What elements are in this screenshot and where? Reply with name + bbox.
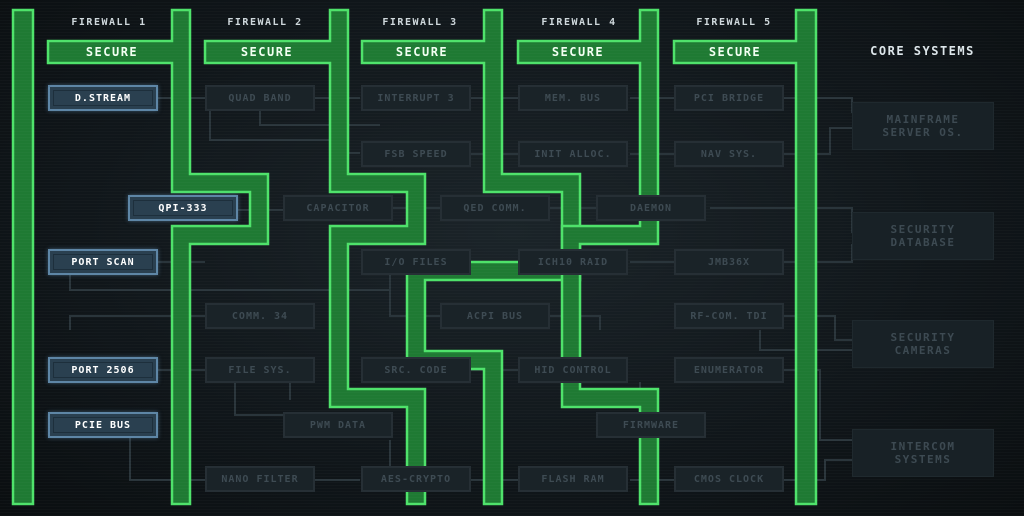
firewall-4-status: SECURE [551,45,605,59]
node-nano-filter[interactable]: NANO FILTER [205,466,315,492]
node-hid-control[interactable]: HID CONTROL [518,357,628,383]
node-ich10-raid[interactable]: ICH10 RAID [518,249,628,275]
node-enumerator[interactable]: ENUMERATOR [674,357,784,383]
firewall-walls [11,8,818,506]
firewall-2-status: SECURE [240,45,294,59]
node-init-alloc[interactable]: INIT ALLOC. [518,141,628,167]
node-nav-sys[interactable]: NAV SYS. [674,141,784,167]
firewall-3-wall [360,8,582,506]
core-systems-title: CORE SYSTEMS [870,44,975,58]
firewall-5-title: FIREWALL 5 [696,17,772,28]
firewall-2-title: FIREWALL 2 [227,17,303,28]
firewall-2-wall [203,8,427,506]
node-quad-band[interactable]: QUAD BAND [205,85,315,111]
node-qed-comm[interactable]: QED COMM. [440,195,550,221]
node-port-2506[interactable]: PORT 2506 [48,357,158,383]
node-comm-34[interactable]: COMM. 34 [205,303,315,329]
firewall-3-status: SECURE [395,45,449,59]
node-qpi-333[interactable]: QPI-333 [128,195,238,221]
firewall-4-title: FIREWALL 4 [541,17,617,28]
node-d-stream[interactable]: D.STREAM [48,85,158,111]
firewall-4-wall [516,8,660,506]
node-pwm-data[interactable]: PWM DATA [283,412,393,438]
node-capacitor[interactable]: CAPACITOR [283,195,393,221]
node-daemon[interactable]: DAEMON [596,195,706,221]
node-fsb-speed[interactable]: FSB SPEED [361,141,471,167]
node-jmb36x[interactable]: JMB36X [674,249,784,275]
node-cmos-clock[interactable]: CMOS CLOCK [674,466,784,492]
firewall-1-title: FIREWALL 1 [71,17,147,28]
node-src-code[interactable]: SRC. CODE [361,357,471,383]
node-pcie-bus[interactable]: PCIE BUS [48,412,158,438]
node-aes-crypto[interactable]: AES-CRYPTO [361,466,471,492]
node-acpi-bus[interactable]: ACPI BUS [440,303,550,329]
node-port-scan[interactable]: PORT SCAN [48,249,158,275]
node-io-files[interactable]: I/O FILES [361,249,471,275]
node-file-sys[interactable]: FILE SYS. [205,357,315,383]
firewall-3-title: FIREWALL 3 [382,17,458,28]
node-rf-com-tdi[interactable]: RF-COM. TDI [674,303,784,329]
node-mem-bus[interactable]: MEM. BUS [518,85,628,111]
firewall-5-wall [672,8,818,506]
firewall-5-status: SECURE [708,45,762,59]
firewall-1-status: SECURE [85,45,139,59]
node-firmware[interactable]: FIRMWARE [596,412,706,438]
node-flash-ram[interactable]: FLASH RAM [518,466,628,492]
firewall-1-wall [11,8,270,506]
node-pci-bridge[interactable]: PCI BRIDGE [674,85,784,111]
node-interrupt-3[interactable]: INTERRUPT 3 [361,85,471,111]
